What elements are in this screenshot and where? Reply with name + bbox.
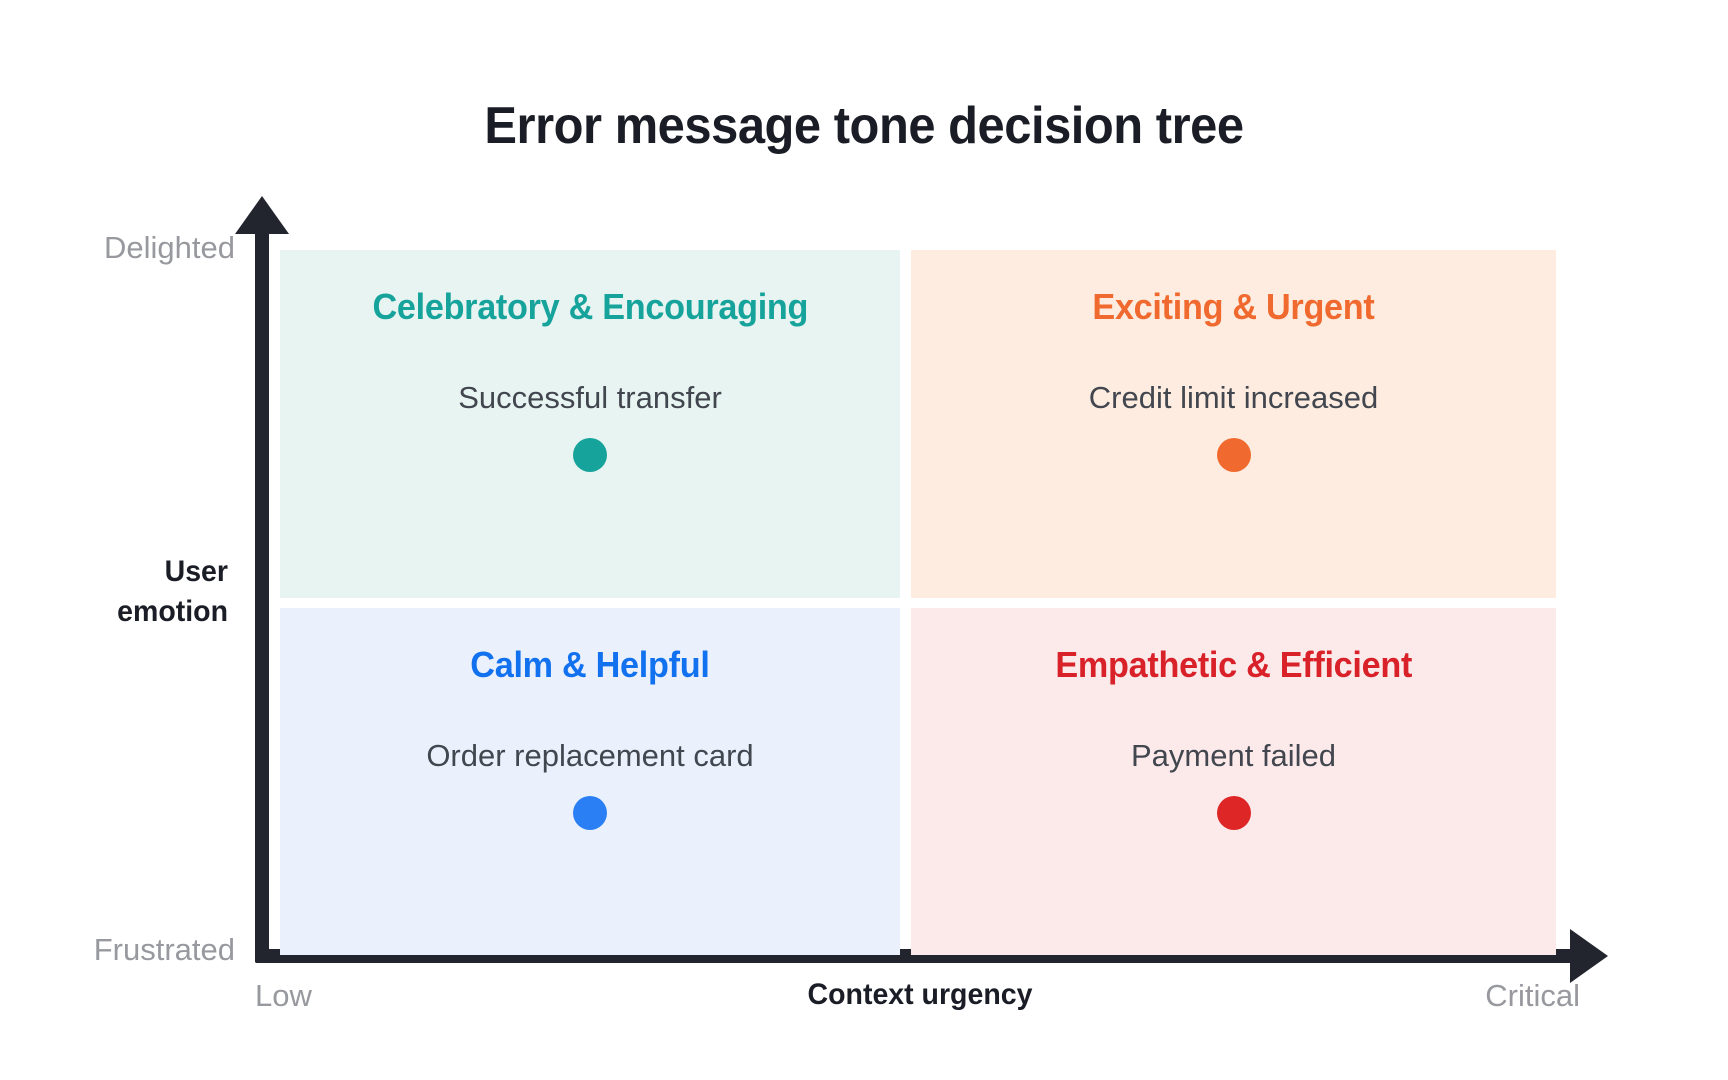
quadrant-example-text: Order replacement card (426, 738, 754, 773)
x-axis-title: Context urgency (807, 978, 1033, 1011)
quadrant-label: Empathetic & Efficient (1055, 644, 1412, 685)
quadrant-bottom-right[interactable]: Empathetic & Efficient Payment failed (911, 608, 1556, 955)
quadrant-label: Celebratory & Encouraging (372, 286, 808, 327)
y-axis-high-label: Delighted (104, 230, 235, 265)
y-axis-title-line-2: emotion (117, 595, 228, 628)
data-point-dot (573, 438, 607, 472)
data-point-dot (1216, 796, 1251, 830)
y-axis-arrow-icon (235, 196, 289, 234)
quadrant-example-text: Payment failed (1130, 738, 1337, 773)
data-point-dot (1216, 438, 1251, 472)
data-point-dot (573, 796, 607, 830)
x-axis-arrow-icon (1570, 929, 1608, 983)
quadrant-example-text: Successful transfer (458, 380, 722, 415)
quadrant-label: Calm & Helpful (470, 644, 710, 685)
y-axis-title-line-1: User (164, 555, 228, 588)
quadrant-top-right[interactable]: Exciting & Urgent Credit limit increased (911, 250, 1556, 598)
page-title: Error message tone decision tree (484, 97, 1244, 155)
y-axis-title: User emotion (11, 552, 228, 632)
quadrant-bottom-left[interactable]: Calm & Helpful Order replacement card (280, 608, 900, 955)
y-axis-line (255, 228, 269, 963)
quadrant-top-left[interactable]: Celebratory & Encouraging Successful tra… (280, 250, 900, 598)
x-axis-high-label: Critical (1485, 978, 1580, 1013)
quadrant-example-text: Credit limit increased (1088, 380, 1379, 415)
x-axis-low-label: Low (255, 978, 312, 1013)
y-axis-low-label: Frustrated (93, 932, 235, 967)
quadrant-label: Exciting & Urgent (1092, 286, 1375, 327)
